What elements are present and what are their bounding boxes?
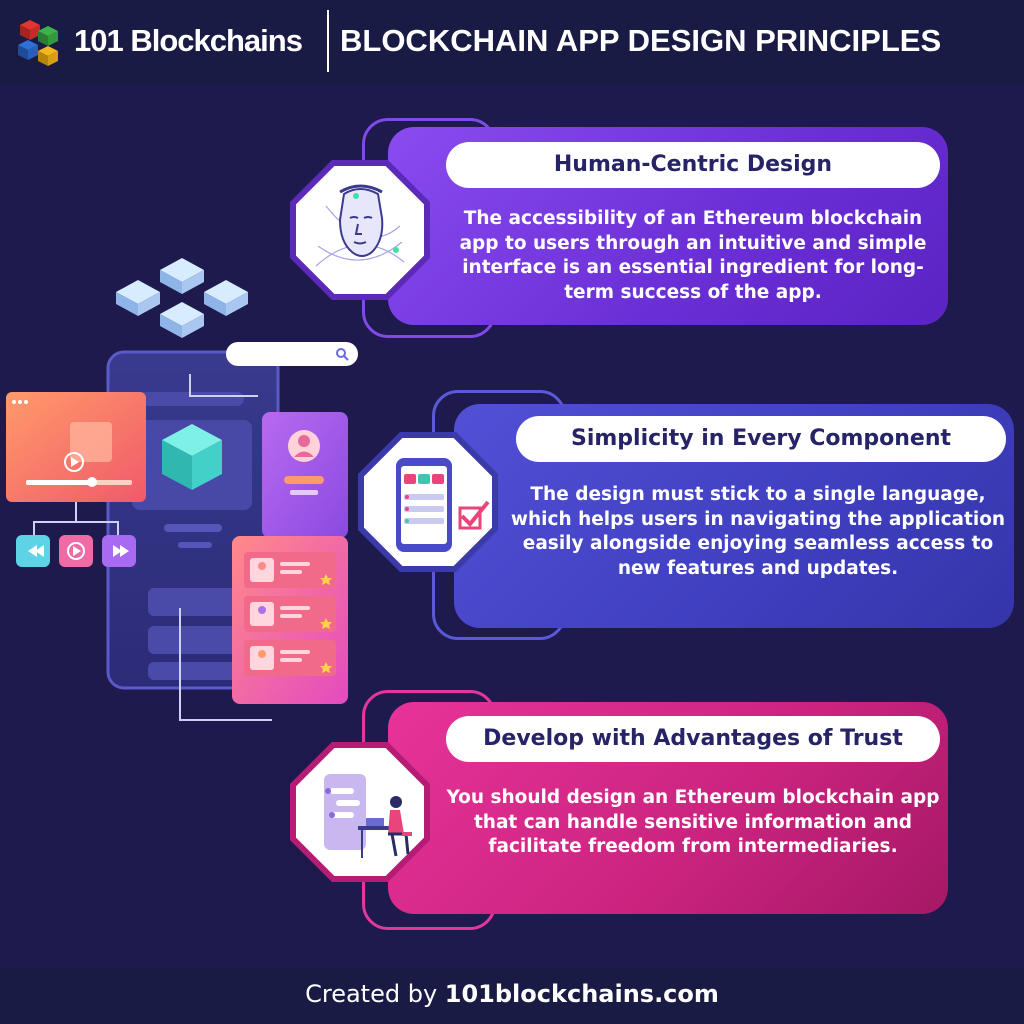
person-at-desk-icon [324,774,412,858]
page-title: BLOCKCHAIN APP DESIGN PRINCIPLES [340,23,942,58]
header-divider [327,10,329,72]
block-cubes-icon [116,258,248,338]
cube-logo-icon [18,20,58,66]
brand-name: 101 Blockchains [74,23,303,58]
footer-prefix: Created by [305,980,445,1008]
octagon-badge-human-centric [290,160,430,300]
header: 101 Blockchains BLOCKCHAIN APP DESIGN PR… [0,0,1024,84]
principle-text-trust: You should design an Ethereum blockchain… [446,787,940,857]
octagon-badge-simplicity [358,432,498,572]
principle-title-human-centric: Human-Centric Design [446,142,940,188]
mobile-checklist-icon [396,458,490,552]
statue-head-icon [315,184,405,267]
principle-title-trust: Develop with Advantages of Trust [446,716,940,762]
principle-text-simplicity: The design must stick to a single langua… [510,484,1006,579]
footer-site-link[interactable]: 101blockchains.com [444,980,719,1008]
octagon-badge-trust [290,742,430,882]
principle-text-human-centric: The accessibility of an Ethereum blockch… [459,208,927,303]
footer: Created by 101blockchains.com [0,968,1024,1024]
app-illustration [6,258,358,721]
glowing-cube-icon [162,424,222,490]
principle-title-simplicity: Simplicity in Every Component [516,416,1006,462]
